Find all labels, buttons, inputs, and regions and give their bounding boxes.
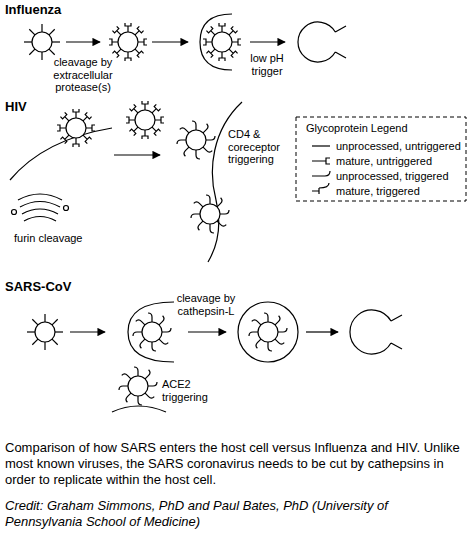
step-arrow <box>114 154 160 155</box>
step-arrow <box>306 331 338 332</box>
legend-symbol <box>312 171 330 176</box>
legend-text: mature, untriggered <box>336 154 432 168</box>
step-arrow <box>250 41 285 42</box>
virus-particle <box>27 314 63 350</box>
step-arrow <box>66 41 100 42</box>
legend-text: unprocessed, untriggered <box>336 139 461 153</box>
fused-membrane <box>350 310 402 354</box>
cell-membrane <box>128 302 174 362</box>
virus-particle <box>126 101 164 139</box>
step-arrow <box>70 331 105 332</box>
cell-membrane <box>10 128 112 180</box>
step-arrow <box>188 331 226 332</box>
virus-particle <box>119 367 157 405</box>
cell-membrane <box>208 102 242 262</box>
endosome <box>238 302 298 362</box>
section-heading: SARS-CoV <box>5 280 155 295</box>
fusing-virus <box>191 195 229 233</box>
step-annotation: low pH trigger <box>245 52 289 77</box>
organelle-label: furin cleavage <box>14 232 124 245</box>
figure-caption: Comparison of how SARS enters the host c… <box>5 440 467 488</box>
virus-particle <box>109 23 147 61</box>
legend-symbol <box>312 183 329 194</box>
cell-membrane <box>112 406 166 412</box>
step-annotation: ACE2 triggering <box>162 378 217 403</box>
fused-membrane <box>298 22 346 62</box>
legend-text: unprocessed, triggered <box>336 169 449 183</box>
credit-line: Credit: Graham Simmons, PhD and Paul Bat… <box>5 498 467 530</box>
legend-symbol <box>312 158 330 164</box>
step-annotation: CD4 & coreceptor triggering <box>228 128 290 166</box>
section-heading: Influenza <box>5 3 155 18</box>
virus-particle <box>249 313 287 351</box>
legend-box <box>296 117 466 201</box>
step-annotation: cleavage by cathepsin-L <box>170 292 242 317</box>
budding-virus <box>57 109 95 147</box>
legend-symbol <box>312 145 330 146</box>
step-arrow <box>152 41 188 42</box>
virus-particle <box>133 313 171 351</box>
legend-text: mature, triggered <box>336 184 420 198</box>
virus-particle <box>177 121 215 159</box>
step-annotation: cleavage by extracellular protease(s) <box>48 56 118 94</box>
golgi-symbol <box>12 194 69 221</box>
virus-particle <box>203 23 241 61</box>
virus-particle <box>24 24 60 60</box>
legend-title: Glycoprotein Legend <box>306 122 461 135</box>
section-heading: HIV <box>5 100 155 115</box>
